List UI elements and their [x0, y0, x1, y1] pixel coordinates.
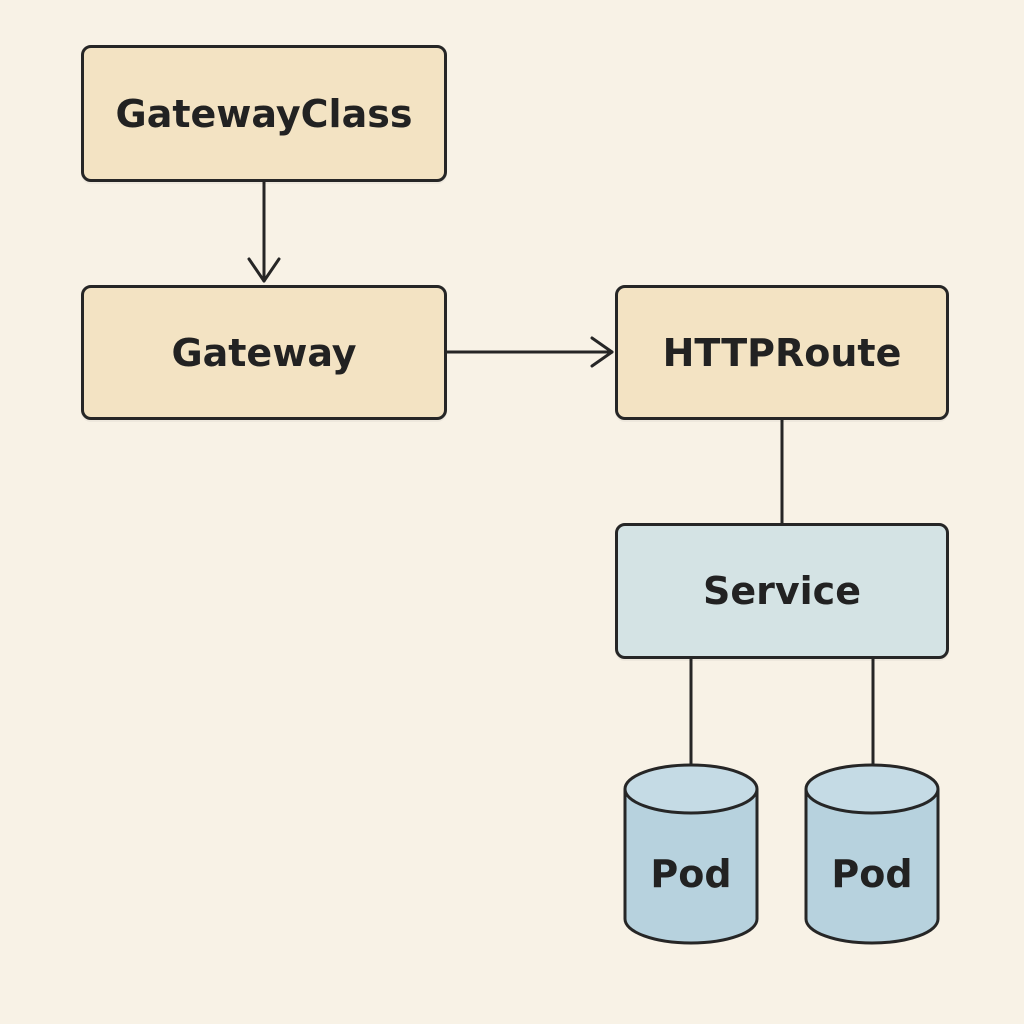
arrowhead-gateway-icon — [247, 257, 281, 283]
cylinder-icon — [804, 763, 940, 945]
cylinder-icon — [623, 763, 759, 945]
gateway-node: Gateway — [81, 285, 447, 420]
service-node: Service — [615, 523, 949, 659]
service-label: Service — [703, 569, 861, 613]
httproute-label: HTTPRoute — [662, 330, 902, 375]
pod-node: Pod — [803, 762, 941, 946]
arrowhead-httproute-icon — [590, 336, 614, 368]
httproute-node: HTTPRoute — [615, 285, 949, 420]
pod-label: Pod — [831, 852, 913, 896]
pod-label: Pod — [650, 852, 732, 896]
gateway-label: Gateway — [171, 330, 357, 375]
gatewayclass-node: GatewayClass — [81, 45, 447, 182]
pod-node: Pod — [622, 762, 760, 946]
gatewayclass-label: GatewayClass — [115, 91, 413, 136]
